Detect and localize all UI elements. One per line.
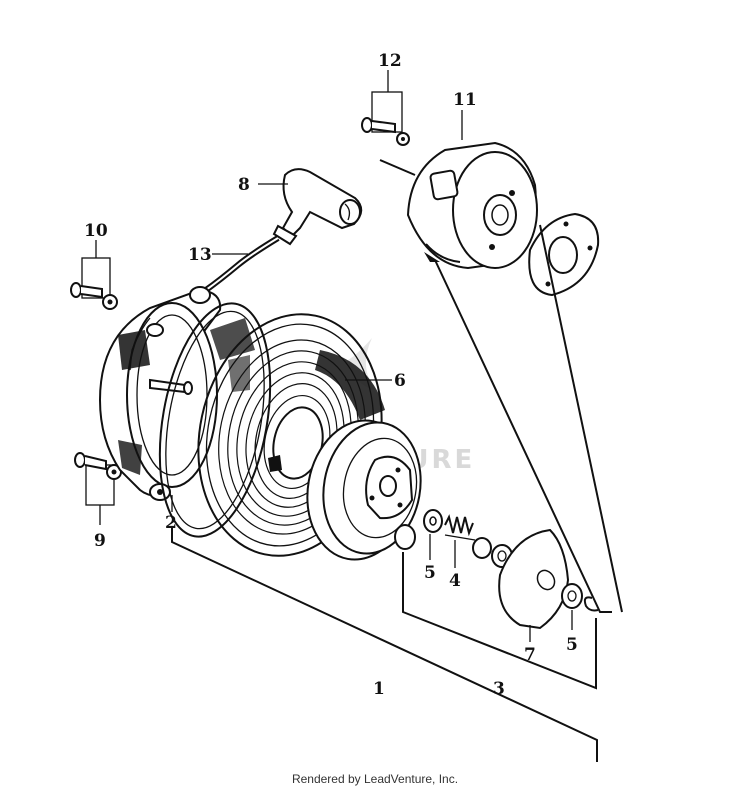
callout-8: 8 — [238, 175, 250, 195]
render-credit: Rendered by LeadVenture, Inc. — [291, 772, 459, 786]
starter-rope-13 — [204, 235, 280, 293]
assembly-lines — [379, 159, 623, 613]
callout-13: 13 — [188, 245, 212, 265]
callout-1: 1 — [373, 679, 385, 699]
washer-5 — [423, 509, 443, 533]
rope-pulley — [306, 419, 422, 561]
gasket — [158, 302, 272, 538]
bolt-12 — [361, 91, 410, 146]
callout-4: 4 — [449, 571, 461, 591]
callout-9: 9 — [94, 531, 106, 551]
callout-3: 3 — [493, 679, 505, 699]
bracket-1 — [171, 528, 598, 762]
callout-2: 2 — [165, 513, 177, 533]
bolt-10 — [70, 257, 118, 310]
callout-12: 12 — [378, 51, 402, 71]
spring-4 — [444, 514, 476, 541]
callout-7: 7 — [524, 645, 536, 665]
leader-lines — [95, 70, 573, 642]
starter-handle-8 — [272, 168, 363, 246]
ring — [472, 537, 492, 559]
flange-plate — [528, 212, 600, 297]
snap-ring — [394, 524, 416, 550]
washer-5b — [561, 583, 583, 609]
callout-5b: 5 — [566, 635, 578, 655]
starter-cup-11 — [406, 141, 538, 270]
callout-5a: 5 — [424, 563, 436, 583]
e-clip — [583, 596, 599, 612]
friction-plate-7 — [498, 528, 570, 630]
recoil-spring-6 — [197, 313, 385, 557]
callout-11: 11 — [453, 90, 477, 110]
bolt-9 — [74, 452, 122, 506]
callout-6: 6 — [394, 371, 406, 391]
callout-10: 10 — [84, 221, 108, 241]
bracket-3 — [402, 552, 597, 690]
recoil-housing-2 — [98, 286, 222, 501]
